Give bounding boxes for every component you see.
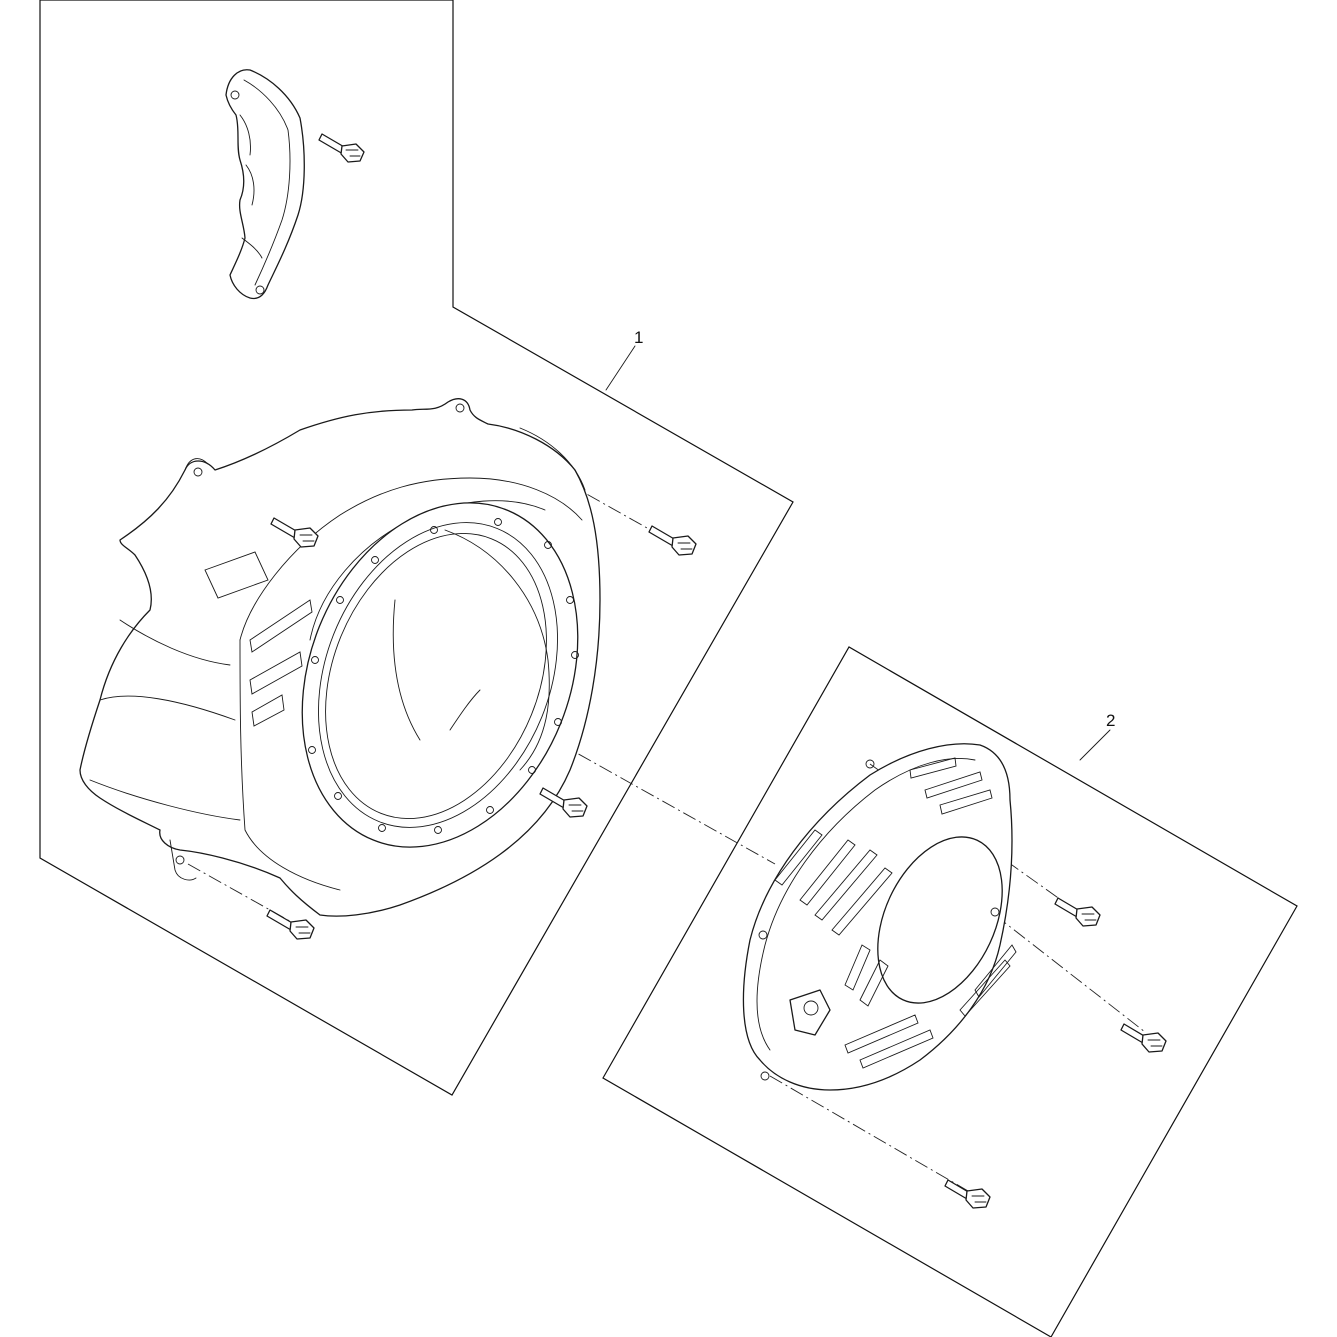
- cover-vents: [774, 757, 1017, 1069]
- callout-2[interactable]: 2: [1079, 711, 1115, 761]
- callout-2-label: 2: [1106, 711, 1115, 730]
- ring-holes: [308, 518, 579, 834]
- assembly-2-frame: [602, 646, 1298, 1337]
- cover-bolt-lower[interactable]: [944, 1179, 991, 1209]
- cover-bolt-middle[interactable]: [1120, 1023, 1167, 1053]
- housing-bolt-upper-left[interactable]: [270, 517, 319, 548]
- guard-bracket[interactable]: [225, 69, 305, 300]
- callout-1-label: 1: [634, 328, 643, 347]
- housing-bolt-lower[interactable]: [266, 909, 315, 940]
- callout-1[interactable]: 1: [605, 328, 643, 391]
- housing-bolt-upper-right[interactable]: [648, 525, 697, 556]
- bracket-bolt[interactable]: [318, 133, 365, 163]
- blower-housing[interactable]: [79, 398, 627, 917]
- assembly-1-frame: [39, 0, 794, 1096]
- cover-bolt-upper[interactable]: [1054, 897, 1101, 927]
- housing-bolt-middle[interactable]: [539, 787, 588, 818]
- recoil-starter-cover[interactable]: [742, 743, 1027, 1091]
